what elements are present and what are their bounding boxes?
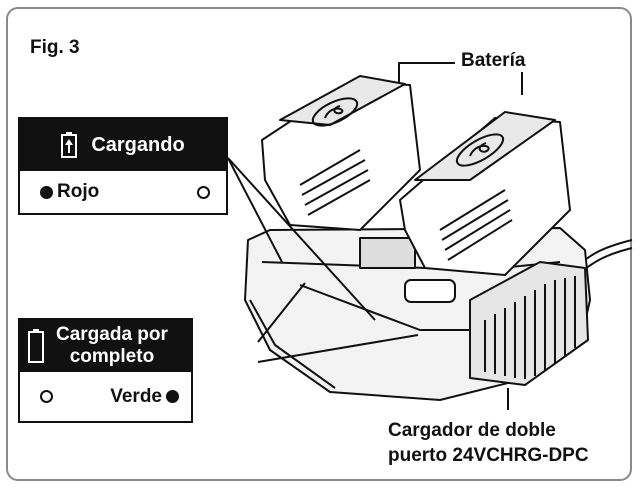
green-led-indicator (166, 390, 179, 403)
battery-empty-icon (28, 329, 44, 363)
charging-status-indicators: Rojo (20, 171, 226, 213)
terminal-slot (404, 279, 456, 303)
fully-charged-title-line1: Cargada por (56, 324, 168, 345)
battery-leader (398, 62, 455, 83)
figure-label: Fig. 3 (30, 37, 80, 58)
green-led-label: Verde (110, 385, 162, 407)
fully-charged-indicators: Verde (20, 372, 191, 421)
charging-leader-1 (227, 157, 283, 263)
green-led-off-indicator (197, 185, 210, 199)
charging-status-header: Cargando (20, 119, 226, 171)
charger-callout-line2: puerto 24VCHRG-DPC (388, 445, 589, 466)
charging-leader-2 (227, 157, 376, 321)
charger-callout-line1: Cargador de doble (388, 420, 556, 441)
full-leader-2 (257, 334, 419, 363)
charging-status-box: Cargando Rojo (18, 117, 228, 215)
red-led-label: Rojo (57, 181, 100, 202)
battery-charging-icon (61, 132, 78, 158)
fully-charged-status-box: Cargada por completo Verde (18, 318, 193, 423)
charger-vent (469, 261, 589, 386)
full-leader-1 (257, 282, 306, 343)
red-led-off-indicator (40, 390, 53, 403)
charging-status-title: Cargando (91, 133, 185, 156)
battery-terminal (359, 237, 416, 269)
red-led-indicator (40, 185, 53, 199)
fully-charged-title-line2: completo (69, 346, 155, 367)
fully-charged-header: Cargada por completo (20, 320, 191, 372)
battery-callout: Batería (461, 50, 526, 71)
